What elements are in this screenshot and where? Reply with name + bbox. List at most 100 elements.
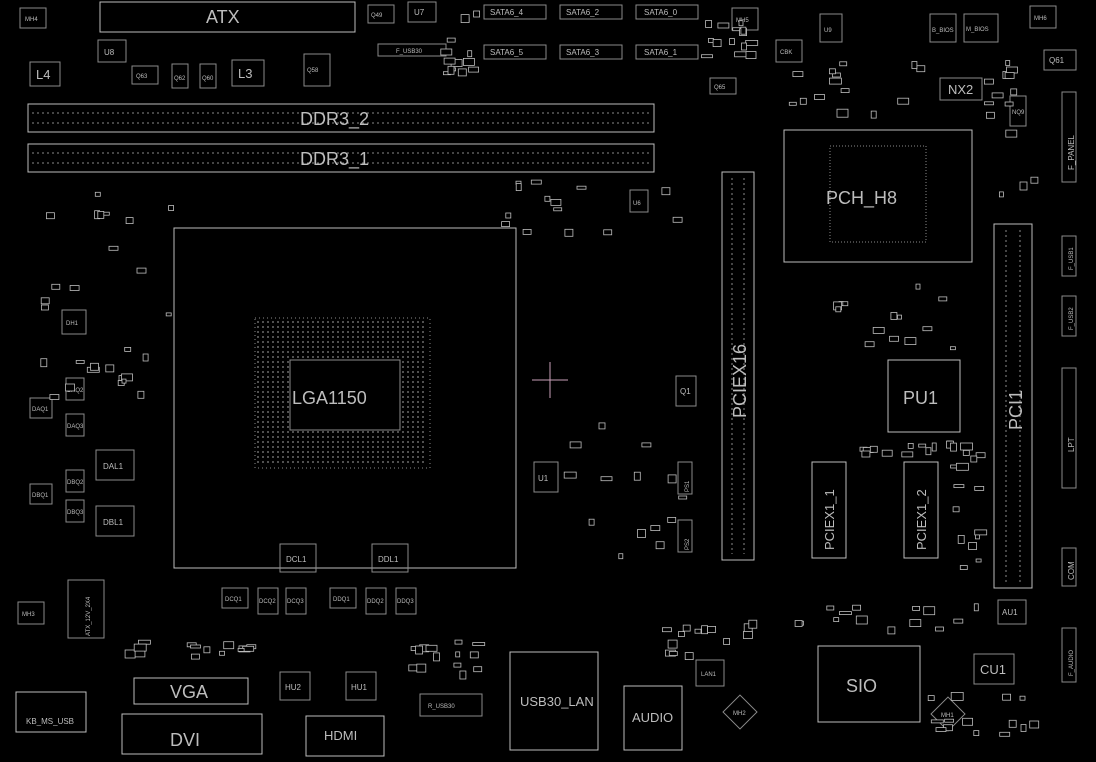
smd-pad bbox=[835, 306, 842, 313]
smd-pad bbox=[957, 535, 965, 544]
socket-pin bbox=[287, 436, 289, 438]
front-panel-header[interactable]: F_PANEL bbox=[1061, 91, 1077, 183]
socket-pin bbox=[342, 431, 344, 433]
hdmi-port[interactable]: HDMI bbox=[305, 715, 385, 757]
kb-ms-usb-port[interactable]: KB_MS_USB bbox=[15, 691, 87, 733]
socket-pin bbox=[282, 451, 284, 453]
socket-pin bbox=[297, 436, 299, 438]
usb30-lan-port[interactable]: USB30_LAN bbox=[509, 651, 599, 751]
socket-pin bbox=[367, 441, 369, 443]
socket-pin bbox=[257, 326, 259, 328]
socket-pin bbox=[257, 331, 259, 333]
socket-pin bbox=[257, 391, 259, 393]
com-header[interactable]: COM bbox=[1061, 547, 1077, 587]
super-io-chip[interactable]: SIO bbox=[817, 645, 921, 723]
svg-text:F_PANEL: F_PANEL bbox=[1067, 134, 1076, 170]
svg-text:LAN1: LAN1 bbox=[701, 672, 717, 678]
socket-pin bbox=[272, 376, 274, 378]
socket-pin bbox=[397, 336, 399, 338]
socket-pin bbox=[412, 351, 414, 353]
socket-pin bbox=[337, 356, 339, 358]
socket-pin bbox=[372, 461, 374, 463]
front-audio-header[interactable]: F_AUDIO bbox=[1061, 627, 1077, 683]
socket-pin bbox=[282, 321, 284, 323]
pci-slot-1[interactable]: PCI1 bbox=[993, 223, 1033, 589]
socket-pin bbox=[402, 441, 404, 443]
sata-port-5[interactable]: SATA6_5 bbox=[483, 44, 547, 60]
socket-pin bbox=[417, 336, 419, 338]
socket-pin bbox=[287, 346, 289, 348]
ddr3-slot-1[interactable]: DDR3_1 bbox=[27, 143, 655, 173]
socket-pin bbox=[257, 456, 259, 458]
socket-pin bbox=[377, 456, 379, 458]
socket-pin bbox=[372, 341, 374, 343]
socket-pin bbox=[362, 331, 364, 333]
sata-port-4[interactable]: SATA6_4 bbox=[483, 4, 547, 20]
socket-pin bbox=[322, 321, 324, 323]
front-usb2-header[interactable]: F_USB2 bbox=[1061, 295, 1077, 337]
rear-usb30-header[interactable]: R_USB30 bbox=[419, 693, 483, 717]
lpt-header[interactable]: LPT bbox=[1061, 367, 1077, 489]
smd-pad bbox=[46, 212, 55, 220]
socket-pin bbox=[277, 341, 279, 343]
socket-pin bbox=[282, 366, 284, 368]
sata-port-0[interactable]: SATA6_0 bbox=[635, 4, 699, 20]
socket-pin bbox=[262, 376, 264, 378]
front-usb1-header[interactable]: F_USB1 bbox=[1061, 235, 1077, 277]
socket-pin bbox=[277, 366, 279, 368]
smd-pad bbox=[717, 22, 730, 29]
socket-pin bbox=[352, 461, 354, 463]
ball-grid-array bbox=[257, 321, 424, 463]
atx-12v-connector[interactable]: ATX_12V_2X4 bbox=[67, 579, 105, 639]
audio-jack-stack[interactable]: AUDIO bbox=[623, 685, 683, 751]
socket-pin bbox=[262, 356, 264, 358]
cpu-socket[interactable]: LGA1150 bbox=[173, 227, 517, 569]
socket-pin bbox=[377, 431, 379, 433]
socket-pin bbox=[287, 396, 289, 398]
smd-pad bbox=[991, 92, 1004, 99]
pciex1-slot-1[interactable]: PCIEX1_1 bbox=[811, 461, 847, 559]
socket-pin bbox=[277, 386, 279, 388]
pciex16-slot[interactable]: PCIEX16 bbox=[721, 171, 755, 561]
socket-pin bbox=[317, 431, 319, 433]
smd-pad bbox=[447, 65, 455, 75]
socket-pin bbox=[287, 351, 289, 353]
smd-pad bbox=[1002, 693, 1011, 701]
socket-pin bbox=[357, 336, 359, 338]
smd-pad bbox=[501, 221, 511, 228]
smd-pad bbox=[618, 553, 624, 560]
socket-pin bbox=[412, 456, 414, 458]
socket-pin bbox=[357, 326, 359, 328]
socket-pin bbox=[362, 346, 364, 348]
backup-bios-chip: B_BIOS bbox=[929, 13, 957, 43]
socket-pin bbox=[302, 431, 304, 433]
smd-pad bbox=[94, 191, 101, 197]
socket-pin bbox=[407, 436, 409, 438]
dvi-port[interactable]: DVI bbox=[121, 713, 263, 755]
sata-port-3[interactable]: SATA6_3 bbox=[559, 44, 623, 60]
svg-text:PCIEX16: PCIEX16 bbox=[730, 344, 750, 418]
atx-power-connector[interactable]: ATX bbox=[99, 1, 356, 33]
ddr3-slot-2[interactable]: DDR3_2 bbox=[27, 103, 655, 133]
socket-pin bbox=[357, 456, 359, 458]
clock-gen-cbk: CBK bbox=[775, 39, 803, 63]
pciex1-slot-2[interactable]: PCIEX1_2 bbox=[903, 461, 939, 559]
vga-port[interactable]: VGA bbox=[133, 677, 249, 705]
socket-pin bbox=[297, 451, 299, 453]
pch-chipset[interactable]: PCH_H8 bbox=[783, 129, 973, 263]
sata-port-2[interactable]: SATA6_2 bbox=[559, 4, 623, 20]
svg-text:MH1: MH1 bbox=[941, 713, 954, 719]
socket-pin bbox=[337, 346, 339, 348]
socket-pin bbox=[422, 321, 424, 323]
socket-pin bbox=[287, 356, 289, 358]
socket-pin bbox=[307, 331, 309, 333]
socket-pin bbox=[272, 331, 274, 333]
socket-pin bbox=[332, 431, 334, 433]
sata-port-1[interactable]: SATA6_1 bbox=[635, 44, 699, 60]
socket-pin bbox=[352, 456, 354, 458]
socket-pin bbox=[417, 406, 419, 408]
socket-pin bbox=[302, 346, 304, 348]
socket-pin bbox=[262, 411, 264, 413]
smd-pad bbox=[661, 187, 671, 196]
socket-pin bbox=[277, 326, 279, 328]
